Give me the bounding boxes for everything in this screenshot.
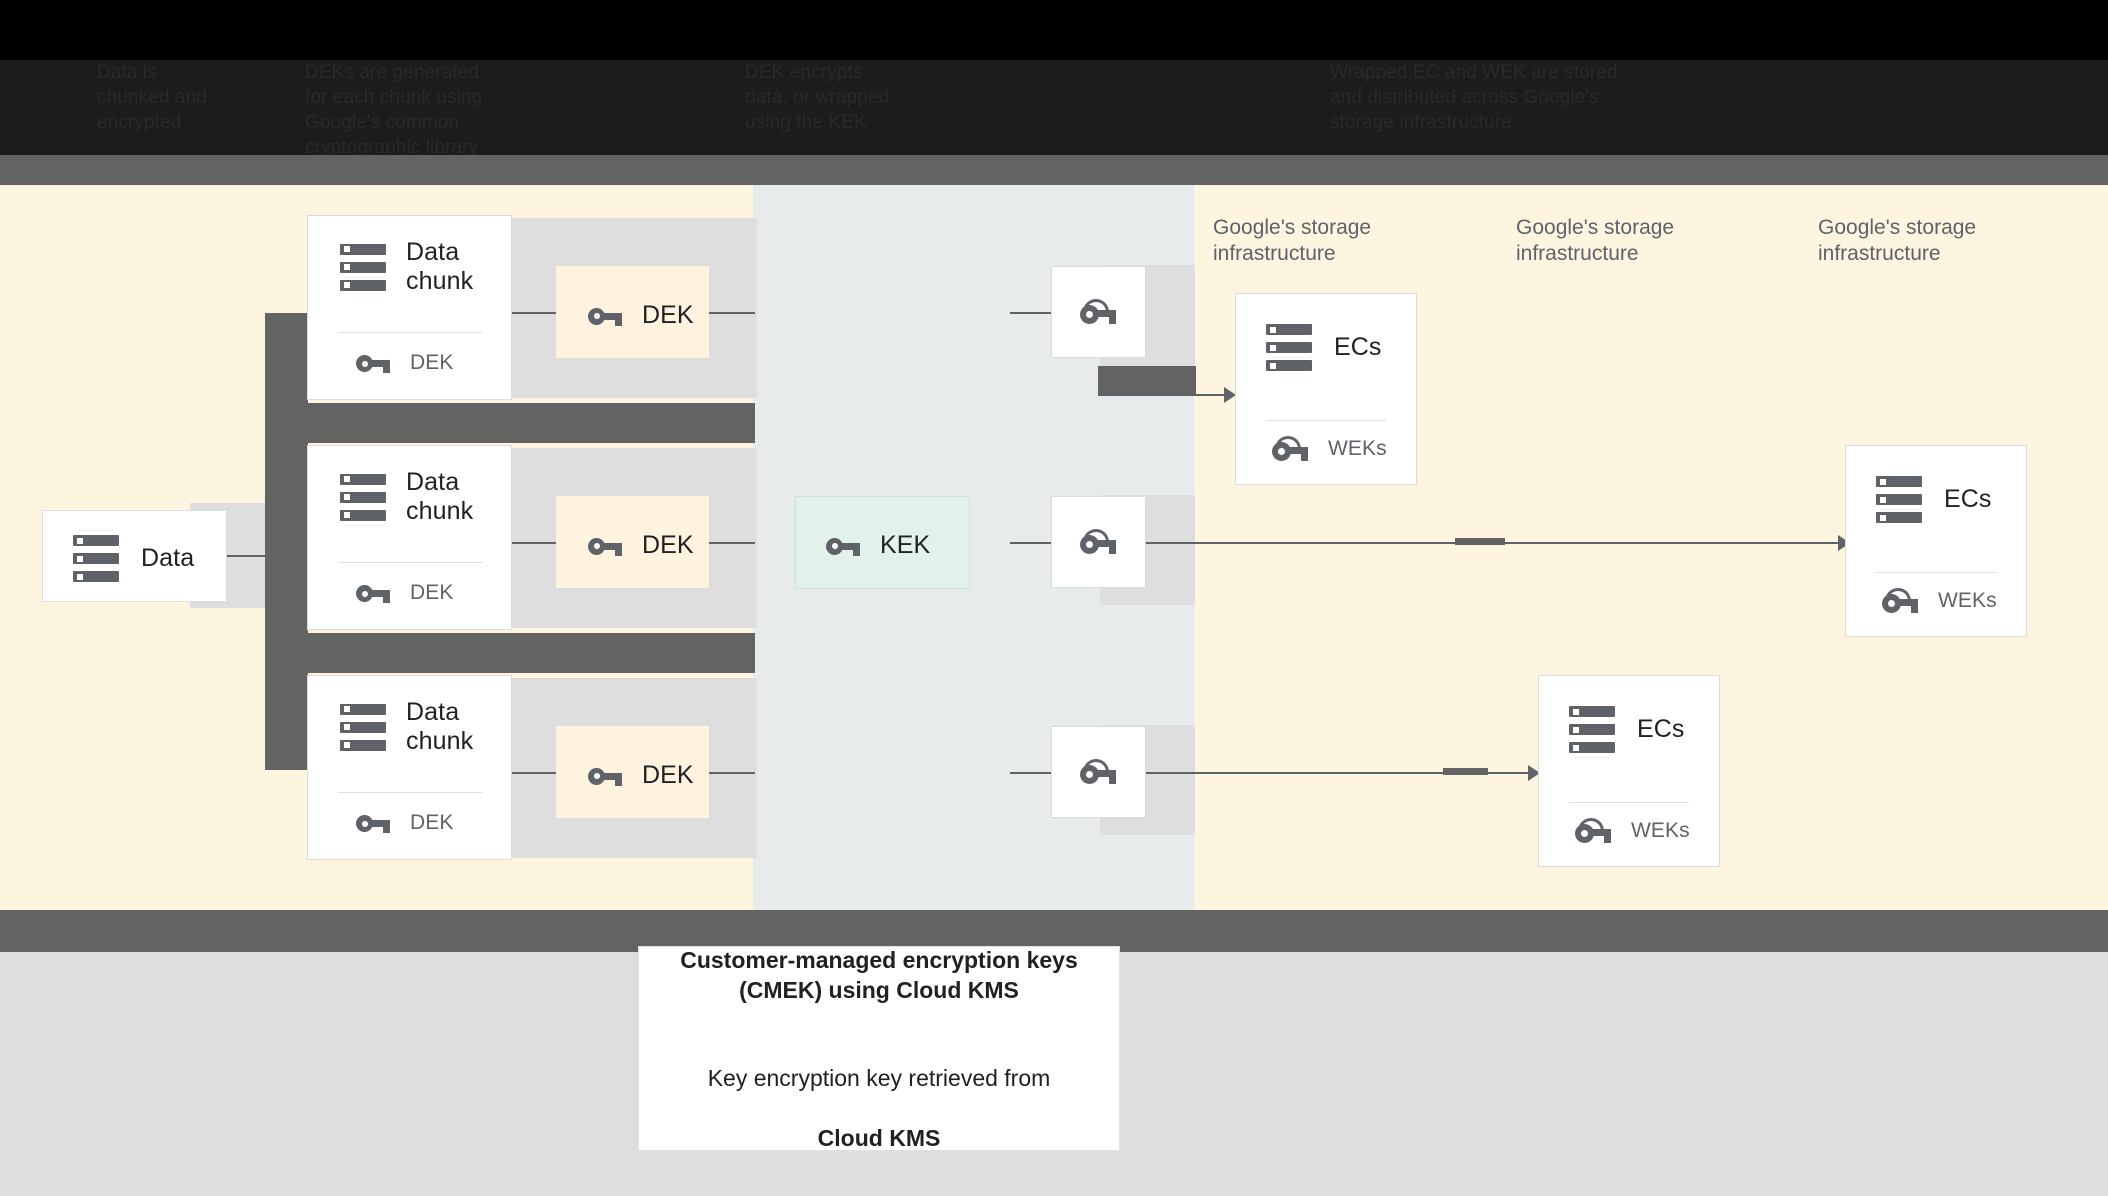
data-chunk-key-label: DEK <box>410 351 454 374</box>
distribute-bar-2 <box>1455 538 1505 545</box>
caption-subtitle-bold: Cloud KMS <box>817 1124 941 1151</box>
bottom-separator-bar <box>0 910 2108 952</box>
data-chunk-label: Data chunk <box>406 468 474 525</box>
key-icon <box>588 765 622 787</box>
wrapped-key-card-3[interactable] <box>1051 726 1146 818</box>
top-separator-bar <box>0 155 2108 185</box>
wrapped-key-icon <box>1080 759 1116 785</box>
legend-col-2: DEKs are generated for each chunk using … <box>305 62 483 158</box>
wrapped-key-icon <box>1080 299 1116 325</box>
ec-card-1[interactable]: ECs WEKs <box>1235 293 1417 485</box>
data-chunk-card-3[interactable]: Data chunk DEK <box>307 675 512 860</box>
distribute-bar-3 <box>1443 768 1488 775</box>
dek-card-1[interactable]: DEK <box>556 266 709 358</box>
legend-col-3: DEK encrypts data, or wrapped using the … <box>745 62 890 133</box>
card-divider <box>338 332 483 333</box>
connector-data-to-spine <box>227 555 269 557</box>
storage-stack-icon <box>1876 476 1922 523</box>
connector-to-wek1 <box>1010 312 1051 314</box>
ec-label: ECs <box>1637 715 1685 743</box>
connector-dek2-out <box>709 542 755 544</box>
key-icon <box>356 352 390 374</box>
legend-columns: Data is chunked and encrypted DEKs are g… <box>0 55 2108 158</box>
storage-label-2: Google's storage infrastructure <box>1516 216 1675 265</box>
storage-stack-icon <box>340 473 386 521</box>
ec-label: ECs <box>1334 333 1382 361</box>
dek-card-3[interactable]: DEK <box>556 726 709 818</box>
dek-card-2[interactable]: DEK <box>556 496 709 588</box>
storage-stack-icon <box>73 535 119 582</box>
distribute-arrow-line-3 <box>1146 772 1536 774</box>
wrapped-key-card-1[interactable] <box>1051 266 1146 358</box>
key-icon <box>356 582 390 604</box>
wrapped-key-icon <box>1575 818 1611 844</box>
wrapped-key-card-2[interactable] <box>1051 496 1146 588</box>
fanout-spine <box>265 313 308 770</box>
fanout-branch-1 <box>265 403 755 443</box>
caption-subtitle: Key encryption key retrieved from Cloud … <box>708 1033 1051 1153</box>
card-divider <box>1569 802 1689 803</box>
legend-band <box>0 60 2108 155</box>
card-divider <box>338 562 483 563</box>
connector-dek1-out <box>709 312 755 314</box>
wrapped-key-icon <box>1272 436 1308 462</box>
kek-card[interactable]: KEK <box>795 496 970 589</box>
data-chunk-card-2[interactable]: Data chunk DEK <box>307 445 512 630</box>
caption-card: Customer-managed encryption keys (CMEK) … <box>638 946 1120 1151</box>
storage-stack-icon <box>1569 706 1615 753</box>
distribute-arrow-head-3 <box>1528 765 1540 781</box>
connector-to-wek3 <box>1010 772 1051 774</box>
storage-label-3: Google's storage infrastructure <box>1818 216 1977 265</box>
card-divider <box>1266 420 1386 421</box>
ec-card-3[interactable]: ECs WEKs <box>1538 675 1720 867</box>
data-source-label: Data <box>141 544 195 572</box>
legend-col-1: Data is chunked and encrypted <box>97 62 207 133</box>
dek-label: DEK <box>642 301 694 329</box>
kek-label: KEK <box>880 531 931 559</box>
storage-stack-icon <box>1266 324 1312 371</box>
storage-stack-icon <box>340 703 386 751</box>
dek-label: DEK <box>642 761 694 789</box>
connector-dek3-out <box>709 772 755 774</box>
card-divider <box>338 792 483 793</box>
connector-chunk3-dek3 <box>512 772 556 774</box>
key-icon <box>588 305 622 327</box>
data-chunk-key-label: DEK <box>410 581 454 604</box>
dek-label: DEK <box>642 531 694 559</box>
caption-title: Customer-managed encryption keys (CMEK) … <box>680 946 1078 1003</box>
connector-chunk1-dek1 <box>512 312 556 314</box>
data-chunk-label: Data chunk <box>406 238 474 295</box>
distribute-arrow-line-1 <box>1098 394 1228 396</box>
data-source-card[interactable]: Data <box>42 510 227 602</box>
wrapped-key-icon <box>1882 588 1918 614</box>
ec-label: ECs <box>1944 485 1992 513</box>
storage-label-1: Google's storage infrastructure <box>1213 216 1372 265</box>
connector-chunk2-dek2 <box>512 542 556 544</box>
caption-subtitle-prefix: Key encryption key retrieved from <box>707 1064 1051 1091</box>
data-chunk-label: Data chunk <box>406 698 474 755</box>
ec-card-2[interactable]: ECs WEKs <box>1845 445 2027 637</box>
ec-key-label: WEKs <box>1328 437 1387 460</box>
distribute-arrow-head-1 <box>1224 387 1236 403</box>
distribute-bar-1 <box>1098 366 1196 395</box>
ec-key-label: WEKs <box>1938 589 1997 612</box>
key-icon <box>826 535 860 557</box>
connector-kek-to-wek2 <box>1010 542 1051 544</box>
data-chunk-card-1[interactable]: Data chunk DEK <box>307 215 512 400</box>
ec-key-label: WEKs <box>1631 819 1690 842</box>
key-icon <box>588 535 622 557</box>
legend-col-4: Wrapped EC and WEK are stored and distri… <box>1330 62 1618 133</box>
storage-stack-icon <box>340 243 386 291</box>
wrapped-key-icon <box>1080 529 1116 555</box>
top-black-band <box>0 0 2108 60</box>
fanout-branch-2 <box>265 633 755 673</box>
card-divider <box>1876 572 1996 573</box>
data-chunk-key-label: DEK <box>410 811 454 834</box>
key-icon <box>356 812 390 834</box>
